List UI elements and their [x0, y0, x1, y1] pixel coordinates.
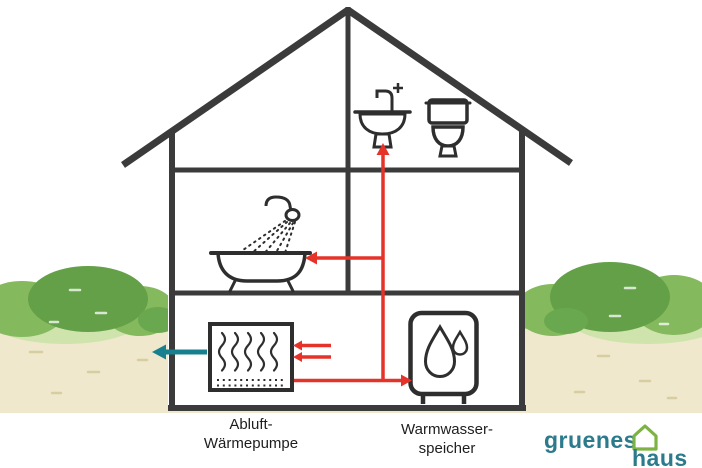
hot-water-arrow-icon [293, 340, 302, 351]
roof-right [346, 7, 573, 166]
tub-feet [228, 279, 295, 293]
shower-head [284, 208, 301, 222]
sink-icon [353, 83, 412, 149]
water-drop-small-icon [451, 329, 469, 356]
faucet-icon [375, 89, 394, 112]
heat-pump-label-line2: Wärmepumpe [204, 435, 298, 452]
hot-water-arrow-icon [401, 374, 412, 387]
toilet-icon [424, 98, 472, 158]
hot-water-arrowheads [293, 143, 412, 387]
toilet-base [438, 144, 458, 158]
hot-water-arrow-icon [293, 352, 302, 362]
heat-pump-icon [208, 322, 294, 392]
hot-water-arrow-icon [305, 251, 317, 265]
bush-icon [544, 308, 588, 334]
tank-label-line2: speicher [419, 440, 476, 457]
logo-house-shape [632, 424, 658, 451]
toilet-bowl [431, 125, 465, 148]
tub-body [216, 251, 307, 283]
shower-spray [242, 220, 296, 257]
sink-basin [358, 112, 407, 136]
hot-water-pipes [294, 154, 401, 383]
toilet-tank [427, 98, 469, 125]
logo-house-icon [632, 424, 658, 451]
bushes-right [515, 262, 702, 344]
roof-left [121, 7, 350, 168]
shower-icon [242, 195, 301, 257]
grass-highlights [48, 286, 670, 326]
logo: gruenes haus [544, 424, 688, 468]
heat-pump-waves [217, 331, 279, 372]
captions: Abluft- Wärmepumpe Warmwasser- speicher [204, 416, 493, 457]
bush-icon [28, 266, 148, 332]
sand-marks [28, 350, 678, 400]
logo-word-top: gruenes [544, 427, 637, 453]
exhaust-air-head [152, 344, 166, 360]
water-tank-icon [408, 310, 479, 404]
tank-label-line1: Warmwasser- [401, 421, 493, 438]
hot-water-arrow-icon [376, 143, 390, 155]
bushes-left [0, 266, 178, 344]
bathtub-icon [209, 251, 312, 293]
heat-pump-label-line1: Abluft- [229, 416, 272, 433]
exhaust-air-arrow-icon [152, 344, 207, 360]
shower-arm [264, 195, 293, 212]
faucet-handle-icon [393, 83, 403, 93]
house-structure [121, 7, 573, 411]
logo-word-bottom: haus [632, 445, 688, 468]
